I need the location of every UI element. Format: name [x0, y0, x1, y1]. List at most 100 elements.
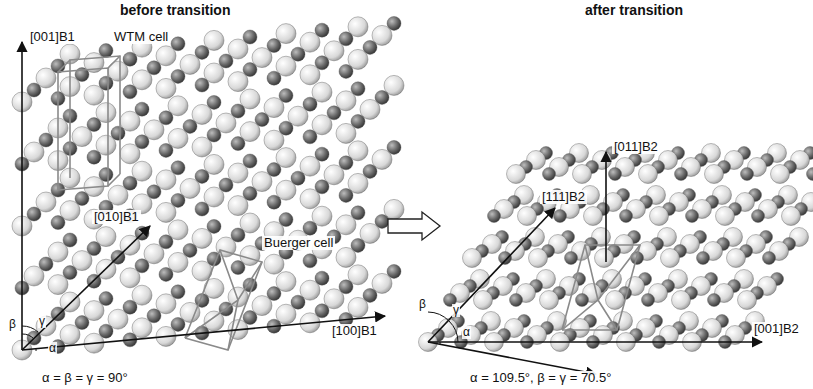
atom [741, 168, 754, 181]
atom [231, 261, 245, 275]
axes [22, 42, 762, 374]
atom [303, 130, 317, 144]
atom [264, 130, 284, 150]
b1-lattice [12, 16, 404, 360]
atom [650, 207, 669, 226]
atom [300, 65, 320, 85]
atom [510, 294, 523, 307]
atom [303, 254, 317, 268]
cell-outline [585, 245, 640, 300]
angle-arc [428, 312, 449, 321]
cell-outline [220, 250, 262, 300]
atom [675, 168, 688, 181]
atom [156, 202, 176, 222]
atom [228, 72, 248, 92]
atom [738, 291, 757, 310]
atom [782, 207, 801, 226]
angle-label: β [418, 298, 427, 311]
angle-arc [22, 326, 38, 332]
atom [771, 165, 790, 184]
angle-arc [449, 321, 458, 342]
axis-arrow [21, 42, 23, 350]
atom [708, 294, 721, 307]
cell-outline [70, 56, 120, 178]
atom [463, 249, 482, 268]
atom [339, 188, 353, 202]
atom [716, 207, 735, 226]
atom [554, 210, 567, 223]
atom [120, 144, 140, 164]
angle-arc [22, 334, 34, 339]
axis-label: [111]B2 [540, 190, 587, 204]
atom [267, 71, 281, 85]
atom [120, 268, 140, 288]
atom [231, 137, 245, 151]
atom [807, 168, 813, 181]
atom [727, 249, 746, 268]
atom [518, 207, 537, 226]
cell-outline [58, 60, 70, 72]
cell-outline [185, 250, 262, 350]
transition-arrow [388, 212, 440, 240]
axis-arrow [22, 226, 150, 350]
atom [642, 294, 655, 307]
axis-label: [001]B2 [752, 322, 801, 336]
angle-label: γ [38, 315, 46, 328]
atom [584, 207, 603, 226]
atom [156, 78, 176, 98]
angle-values: α = 109.5°, β = γ = 70.5° [468, 371, 613, 385]
cell-outline [562, 245, 640, 330]
axis-arrow [428, 208, 555, 342]
atom [159, 143, 173, 157]
axis-arrow [428, 342, 596, 374]
axis-label: [011]B2 [612, 140, 660, 154]
atom [752, 210, 765, 223]
atom [763, 252, 776, 265]
cell-outline [58, 68, 108, 190]
atom [336, 123, 356, 143]
atom [195, 78, 209, 92]
cell-outline [185, 300, 238, 350]
atom [507, 165, 526, 184]
axis-arrow [22, 316, 385, 350]
angle-label: γ [452, 304, 460, 317]
panel-title: after transition [585, 3, 683, 18]
cell-outline [562, 300, 617, 330]
atom [267, 195, 281, 209]
atom [639, 165, 658, 184]
angle-arc [36, 349, 37, 351]
atom [474, 291, 493, 310]
axis-label: [100]B1 [330, 324, 379, 338]
atom [159, 267, 173, 281]
angle-values: α = β = γ = 90° [40, 371, 130, 385]
angle-label: α [462, 326, 471, 339]
atom [499, 252, 512, 265]
atom [595, 249, 614, 268]
atom [48, 275, 68, 295]
angle-label: β [8, 318, 17, 331]
atom [609, 168, 622, 181]
atom [529, 249, 548, 268]
axis-arrow [428, 341, 762, 343]
atom [565, 252, 578, 265]
atom [264, 254, 284, 274]
atom [336, 247, 356, 267]
atom [51, 216, 65, 230]
unit-cells [58, 56, 640, 350]
atom [540, 291, 559, 310]
atom [87, 150, 101, 164]
axis-label: [001]B1 [28, 30, 77, 44]
cell-label: Buerger cell [262, 236, 335, 250]
angle-arc [440, 342, 441, 344]
atom [686, 210, 699, 223]
atom [573, 165, 592, 184]
atom [300, 189, 320, 209]
cell-outline [108, 56, 120, 68]
atom [620, 210, 633, 223]
atom [84, 85, 104, 105]
atom [705, 165, 724, 184]
angle-label: α [48, 342, 57, 355]
axis-arrow [605, 152, 607, 262]
